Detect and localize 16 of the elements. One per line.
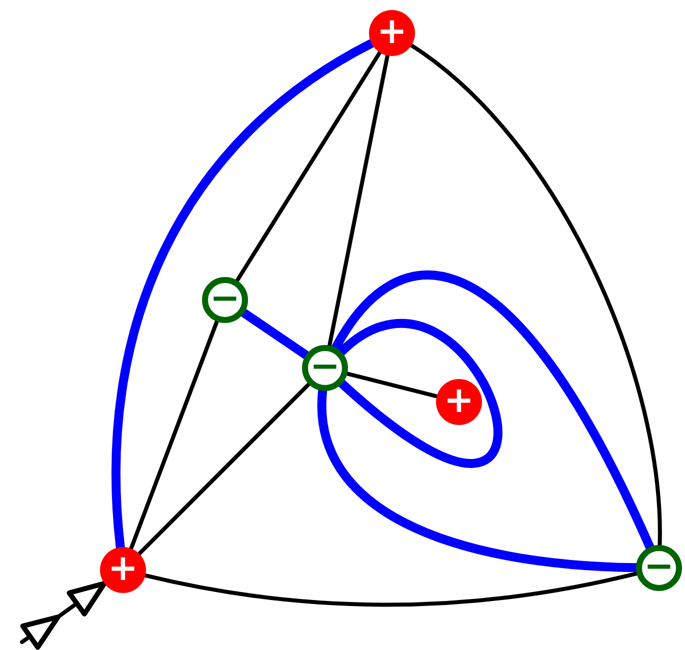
edge-line [240, 308, 310, 360]
edge-line [409, 43, 662, 547]
edge-line [143, 572, 639, 607]
vertex-circle: + [100, 547, 146, 593]
edge-line [328, 54, 390, 348]
edge-line [331, 270, 654, 552]
edge-line [129, 320, 219, 550]
vertex-circle: + [436, 379, 482, 425]
edge-line [345, 372, 439, 398]
edge-line [137, 382, 311, 556]
edge-line [235, 50, 382, 282]
arrow [20, 581, 106, 650]
vertex-circle: − [202, 277, 248, 323]
loop-edge [336, 319, 502, 468]
vertex-circle: + [369, 10, 415, 56]
vertex-circle: − [636, 545, 682, 591]
